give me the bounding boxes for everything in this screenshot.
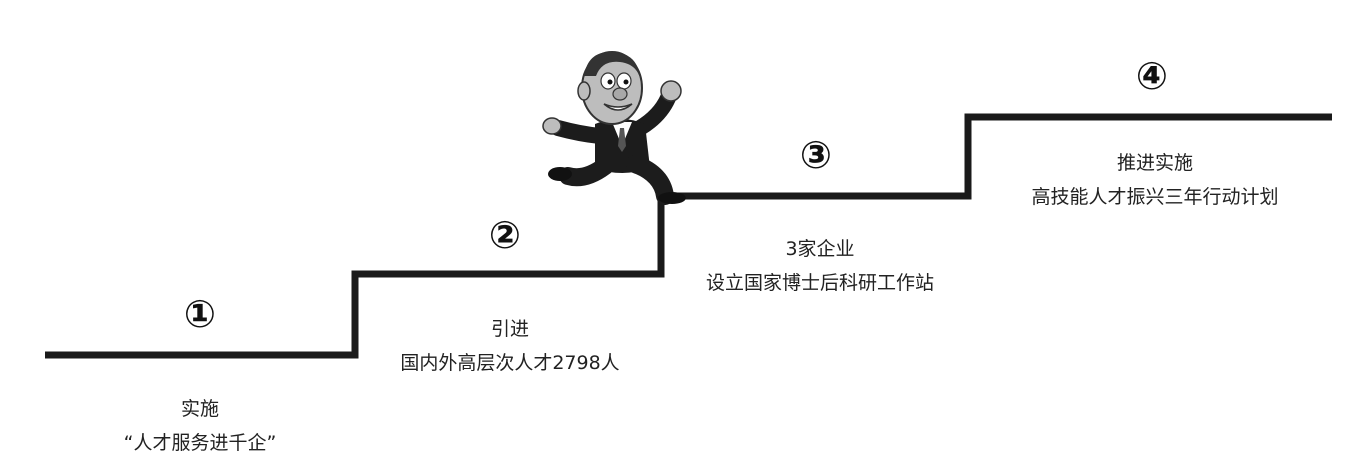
step-1-number: ① (183, 292, 217, 336)
step-2-line2: 国内外高层次人才2798人 (400, 352, 620, 374)
staircase-line (45, 113, 1332, 359)
running-businessman-icon (542, 51, 686, 205)
step-3-line1: 3家企业 (785, 238, 855, 260)
step-1-line1: 实施 (180, 398, 219, 420)
step-4-line2: 高技能人才振兴三年行动计划 (1031, 186, 1279, 208)
step-4-caption: 推进实施 高技能人才振兴三年行动计划 (1000, 146, 1310, 214)
step-3-caption: 3家企业 设立国家博士后科研工作站 (665, 232, 975, 300)
step-4-number: ④ (1135, 54, 1169, 98)
step-1-caption: 实施 “人才服务进千企” (65, 392, 335, 460)
step-3-number: ③ (799, 133, 833, 177)
step-3-line2: 设立国家博士后科研工作站 (705, 272, 934, 294)
step-2-caption: 引进 国内外高层次人才2798人 (360, 312, 660, 380)
step-4-line1: 推进实施 (1116, 152, 1193, 174)
step-2-number: ② (488, 213, 522, 257)
step-1-line2: “人才服务进千企” (123, 432, 277, 454)
step-2-line1: 引进 (490, 318, 529, 340)
